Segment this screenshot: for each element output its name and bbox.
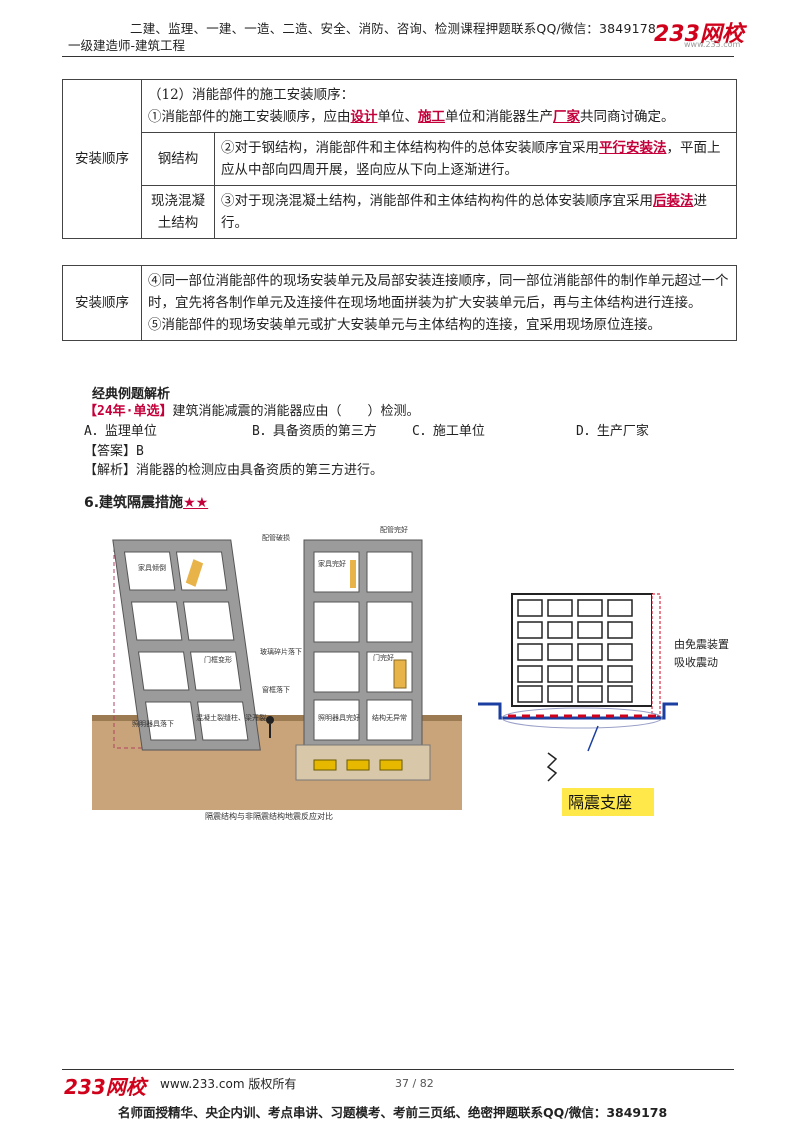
section-title-text: 6.建筑隔震措施 xyxy=(84,495,184,511)
room xyxy=(366,551,413,593)
label-door-ok: 门完好 xyxy=(373,653,394,662)
spring-icon xyxy=(546,752,558,782)
header-subtitle: 一级建造师-建筑工程 xyxy=(68,38,186,53)
isolation-bearing-figure: 由免震装置 吸收震动 隔震支座 xyxy=(478,593,729,816)
room xyxy=(189,651,242,691)
page-number: 37 / 82 xyxy=(395,1077,434,1090)
room xyxy=(123,551,176,591)
header-divider xyxy=(62,56,734,57)
example-question: 【24年·单选】建筑消能减震的消能器应由（ ）检测。 xyxy=(84,400,420,419)
isolation-gap xyxy=(651,593,661,717)
keyword-post-install: 后装法 xyxy=(653,193,694,209)
row-label: 安装顺序 xyxy=(62,79,142,239)
section-title: 6.建筑隔震措施★★ xyxy=(84,492,208,512)
row-label: 安装顺序 xyxy=(62,265,142,341)
label-pipe-broken: 配管破损 xyxy=(262,533,290,542)
label-furniture-ok: 家具完好 xyxy=(318,559,346,568)
intro-cell: （12）消能部件的施工安装顺序： ①消能部件的施工安装顺序，应由设计单位、施工单… xyxy=(141,79,737,133)
label-door-deform: 门框变形 xyxy=(204,655,232,664)
keyword-construction: 施工 xyxy=(418,109,445,125)
intro-line-1: （12）消能部件的施工安装顺序： xyxy=(148,87,355,103)
room xyxy=(366,699,413,741)
footer-logo: 233网校 xyxy=(64,1075,146,1099)
room xyxy=(366,601,413,643)
room xyxy=(137,651,190,691)
foundation-line xyxy=(478,702,678,720)
bearing-highlight xyxy=(501,707,663,729)
intro-line-2: ①消能部件的施工安装顺序，应由设计单位、施工单位和消能器生产厂家共同商讨确定。 xyxy=(148,106,730,128)
room xyxy=(145,701,197,741)
question-text: 建筑消能减震的消能器应由（ ）检测。 xyxy=(172,404,420,419)
question-tag: 【24年·单选】 xyxy=(84,404,173,419)
label-structure-ok: 结构无异常 xyxy=(372,713,407,722)
header-courses: 二建、监理、一建、一造、二造、安全、消防、咨询、检测课程押题联系QQ/微信：38… xyxy=(130,21,657,36)
isolation-bearing xyxy=(313,759,337,771)
option-c: C．施工单位 xyxy=(412,424,485,439)
steel-cell: ②对于钢结构，消能部件和主体结构构件的总体安装顺序宜采用平行安装法，平面上应从中… xyxy=(214,132,737,186)
paragraph-5: ⑤消能部件的现场安装单元或扩大安装单元与主体结构的连接，宜采用现场原位连接。 xyxy=(148,317,661,333)
footer-contact: 名师面授精华、央企内训、考点串讲、习题模考、考前三页纸、绝密押题联系QQ/微信：… xyxy=(118,1105,668,1120)
example-answer: 【答案】B xyxy=(84,444,144,459)
isolation-bearing xyxy=(379,759,403,771)
room xyxy=(313,601,360,643)
content-cell: ④同一部位消能部件的现场安装单元及局部安装连接顺序，同一部位消能部件的制作单元超… xyxy=(141,265,737,341)
paragraph-4: ④同一部位消能部件的现场安装单元及局部安装连接顺序，同一部位消能部件的制作单元超… xyxy=(148,273,729,311)
label-window-fall: 窗框落下 xyxy=(262,685,290,694)
brand-logo: 233网校 xyxy=(654,22,744,47)
room xyxy=(182,601,235,641)
concrete-label: 现浇混凝土结构 xyxy=(141,185,215,239)
concrete-cell: ③对于现浇混凝土结构，消能部件和主体结构构件的总体安装顺序宜采用后装法进行。 xyxy=(214,185,737,239)
door-intact xyxy=(393,659,407,689)
example-title: 经典例题解析 xyxy=(92,387,171,402)
label-furniture-fall: 家具倾倒 xyxy=(138,563,166,572)
keyword-design: 设计 xyxy=(350,109,378,125)
install-order-table-1: 安装顺序 （12）消能部件的施工安装顺序： ①消能部件的施工安装顺序，应由设计单… xyxy=(62,79,737,239)
room xyxy=(175,551,228,591)
isolation-bearing xyxy=(346,759,370,771)
ground-edge xyxy=(92,715,462,721)
damaged-building xyxy=(112,539,261,751)
label-light-fall: 照明器具落下 xyxy=(132,719,174,728)
text: 进行。 xyxy=(221,193,707,231)
label-device-line1: 由免震装置 xyxy=(674,637,729,651)
room xyxy=(130,601,183,641)
text: ①消能部件的施工安装顺序，应由 xyxy=(148,109,351,125)
fallen-furniture xyxy=(185,559,204,587)
footer-divider xyxy=(62,1069,734,1070)
damaged-building-body xyxy=(112,539,261,751)
person-icon xyxy=(266,716,274,724)
option-a: A．监理单位 xyxy=(84,424,157,439)
bearing-label-bg xyxy=(562,788,654,816)
building-comparison-figure: 配管破损 家具倾倒 玻璃碎片落下 门框变形 窗框落下 照明器具落下 混凝土裂缝柱… xyxy=(92,525,462,810)
label-device-line2: 吸收震动 xyxy=(674,655,718,669)
text: 共同商讨确定。 xyxy=(580,109,675,125)
text: 单位、 xyxy=(377,109,419,125)
keyword-manufacturer: 厂家 xyxy=(553,109,580,125)
install-order-table-2: 安装顺序 ④同一部位消能部件的现场安装单元及局部安装连接顺序，同一部位消能部件的… xyxy=(62,265,737,341)
footer-url: www.233.com 版权所有 xyxy=(160,1077,297,1091)
text: 单位和消能器生产 xyxy=(445,109,553,125)
text: ③对于现浇混凝土结构，消能部件和主体结构构件的总体安装顺序宜采用 xyxy=(221,193,653,209)
text: ②对于钢结构，消能部件和主体结构构件的总体安装顺序宜采用 xyxy=(221,140,599,156)
label-glass-fall: 玻璃碎片落下 xyxy=(260,647,302,656)
label-pipe-ok: 配管完好 xyxy=(380,525,408,534)
importance-stars: ★★ xyxy=(183,495,209,511)
text: ，平面上应从中部向四周开展，竖向应从下向上逐渐进行。 xyxy=(221,140,721,178)
figure-caption: 隔震结构与非隔震结构地震反应对比 xyxy=(205,812,333,821)
pointer-arrow xyxy=(587,725,599,752)
steel-label: 钢结构 xyxy=(141,132,215,186)
brand-url: www.233.com xyxy=(684,40,741,49)
label-column-crack: 混凝土裂缝柱、梁开裂 xyxy=(196,713,266,722)
building-windows xyxy=(517,599,633,703)
room xyxy=(313,651,360,693)
example-explanation: 【解析】消能器的检测应由具备资质的第三方进行。 xyxy=(84,463,384,478)
option-d: D．生产厂家 xyxy=(576,424,649,439)
bearing-label: 隔震支座 xyxy=(568,793,632,812)
room xyxy=(197,701,249,741)
furniture-intact xyxy=(350,560,356,588)
room xyxy=(313,699,360,741)
option-b: B．具备资质的第三方 xyxy=(252,424,377,439)
label-light-ok: 照明器具完好 xyxy=(318,713,360,722)
keyword-parallel: 平行安装法 xyxy=(599,140,667,156)
